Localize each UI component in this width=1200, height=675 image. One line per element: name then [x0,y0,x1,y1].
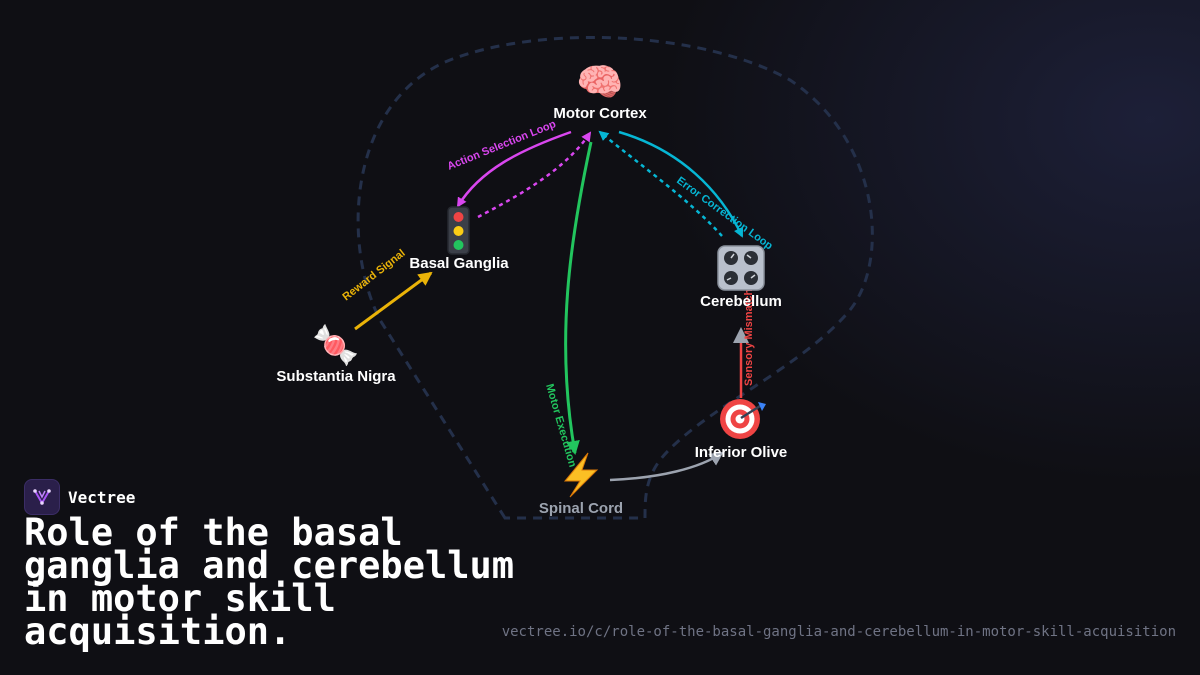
node-label-spinal-cord: Spinal Cord [539,500,623,517]
brain-icon: 🧠 [576,62,623,104]
page-title: Role of the basal ganglia and cerebellum… [24,511,515,653]
traffic-light-icon [447,206,470,255]
brain-boundary-outline [356,35,874,520]
vectree-logo-icon [24,479,60,515]
node-basal-ganglia[interactable]: Basal Ganglia [409,206,509,272]
brand-name: Vectree [68,487,136,507]
control-knobs-icon [717,245,765,291]
source-url[interactable]: vectree.io/c/role-of-the-basal-ganglia-a… [501,624,1176,640]
edge-label-sensory-mismatch: Sensory Mismatch [743,289,755,386]
edge-label-motor-execution: Motor Execution [543,383,578,469]
node-label-basal-ganglia: Basal Ganglia [409,255,509,272]
node-label-inferior-olive: Inferior Olive [695,444,788,461]
node-label-motor-cortex: Motor Cortex [553,105,647,122]
node-label-cerebellum: Cerebellum [700,293,782,310]
edge-sensory-mismatch-arrowhead [733,327,749,343]
edge-error-correction-solid [618,130,744,238]
node-label-substantia-nigra: Substantia Nigra [276,368,396,385]
node-inferior-olive[interactable]: Inferior Olive [695,399,788,461]
edge-error-correction-dotted [598,130,723,237]
edge-action-selection-solid [456,130,572,208]
edge-label-error-correction: Error Correction Loop [674,175,775,253]
edge-motor-execution [564,141,593,455]
node-spinal-cord[interactable]: Spinal Cord [539,452,623,517]
lightning-icon [563,452,599,498]
edge-reward-signal [354,271,433,331]
brand[interactable]: Vectree [24,479,135,515]
node-motor-cortex[interactable]: 🧠 Motor Cortex [553,62,647,122]
candy-icon: 🍬 [312,323,359,367]
node-cerebellum[interactable]: Cerebellum [700,245,782,310]
edge-action-selection-dotted [477,131,592,219]
target-icon [720,399,766,439]
edge-spinal-to-olive [609,451,724,482]
node-substantia-nigra[interactable]: 🍬 Substantia Nigra [276,323,396,385]
edge-label-reward-signal: Reward Signal [340,247,407,303]
